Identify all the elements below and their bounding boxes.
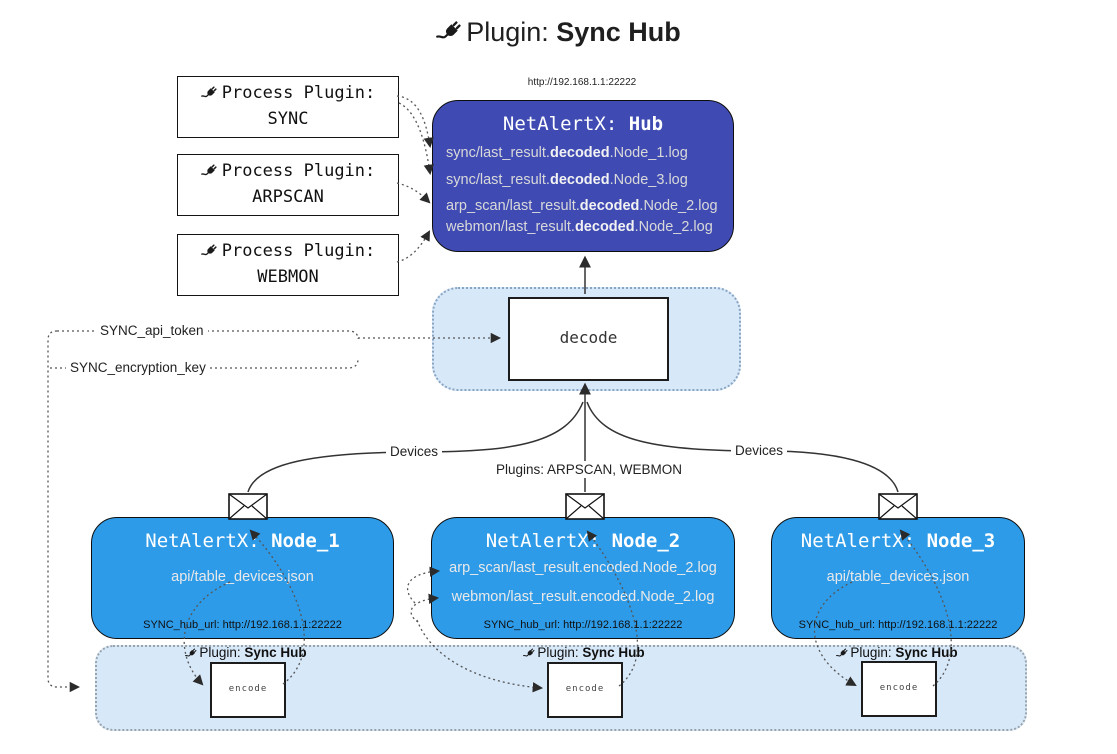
node-title-bold: Node_2 <box>611 530 681 552</box>
node-file: api/table_devices.json <box>171 569 314 585</box>
page-title-prefix: Plugin: <box>466 17 557 47</box>
node-title: NetAlertX: Node_1 <box>92 530 393 552</box>
process-plugin-name: SYNC <box>267 109 309 129</box>
node-title-prefix: NetAlertX: <box>145 530 272 552</box>
badge-bold: Sync Hub <box>895 645 958 660</box>
badge-prefix: Plugin: <box>850 645 896 660</box>
node-file: arp_scan/last_result.encoded.Node_2.log <box>449 560 717 576</box>
plug-icon <box>200 86 217 98</box>
edge-arpscan-to-hub <box>396 182 431 204</box>
encode-box: encode <box>547 662 623 718</box>
encode-box: encode <box>210 662 286 718</box>
sync-api-token-label: SYNC_api_token <box>96 322 208 339</box>
log-bold: decoded <box>549 145 610 161</box>
plug-icon <box>200 244 217 256</box>
page-title-bold: Sync Hub <box>556 17 681 47</box>
hub-log-line: webmon/last_result.decoded.Node_2.log <box>446 219 733 235</box>
hub-title: NetAlertX: Hub <box>433 113 733 135</box>
sync-hub-plugin-badge: Plugin: Sync Hub <box>499 645 669 660</box>
log-post: .Node_2.log <box>634 219 713 235</box>
devices-left-label: Devices <box>386 443 443 460</box>
node-hub-url: SYNC_hub_url: http://192.168.1.1:22222 <box>143 619 342 631</box>
node-title-bold: Node_1 <box>271 530 340 552</box>
node-file: api/table_devices.json <box>826 569 970 585</box>
log-post: .Node_3.log <box>609 172 688 188</box>
sync-hub-plugin-badge: Plugin: Sync Hub <box>161 645 331 660</box>
hub-url: http://192.168.1.1:22222 <box>527 77 637 88</box>
edge-webmon-to-hub <box>396 230 430 263</box>
log-post: .Node_1.log <box>609 145 688 161</box>
encode-box: encode <box>861 661 937 717</box>
badge-bold: Sync Hub <box>582 645 645 660</box>
page-title: Plugin: Sync Hub <box>0 16 1117 48</box>
log-pre: webmon/last_result. <box>446 219 575 235</box>
badge-prefix: Plugin: <box>199 645 245 660</box>
log-bold: decoded <box>549 172 610 188</box>
node-file: webmon/last_result.encoded.Node_2.log <box>451 589 715 605</box>
process-plugin-webmon: Process Plugin: WEBMON <box>177 234 399 296</box>
hub-title-bold: Hub <box>628 113 664 135</box>
sync-encryption-key-label: SYNC_encryption_key <box>66 359 210 376</box>
badge-prefix: Plugin: <box>537 645 583 660</box>
node-title-bold: Node_3 <box>926 530 996 552</box>
log-pre: sync/last_result. <box>446 145 550 161</box>
process-plugin-sync: Process Plugin: SYNC <box>177 76 399 138</box>
edge-sync-to-hub-line1 <box>396 95 434 149</box>
log-pre: arp_scan/last_result. <box>446 198 580 214</box>
node-title-prefix: NetAlertX: <box>485 530 612 552</box>
process-plugin-label: Process Plugin: <box>221 161 376 181</box>
plug-icon <box>436 21 461 39</box>
node-2-box: NetAlertX: Node_2 arp_scan/last_result.e… <box>431 517 735 639</box>
sync-hub-plugin-badge: Plugin: Sync Hub <box>812 645 982 660</box>
badge-bold: Sync Hub <box>244 645 307 660</box>
hub-log-line: sync/last_result.decoded.Node_1.log <box>446 145 733 161</box>
plug-icon <box>200 164 217 176</box>
edge-keys-to-band <box>47 330 81 693</box>
decode-box: decode <box>508 297 669 381</box>
process-plugin-label: Process Plugin: <box>221 241 376 261</box>
process-plugin-name: ARPSCAN <box>252 187 324 207</box>
node-1-box: NetAlertX: Node_1 api/table_devices.json… <box>91 517 394 639</box>
process-plugin-label: Process Plugin: <box>221 83 376 103</box>
envelope-icon <box>878 493 918 520</box>
hub-title-prefix: NetAlertX: <box>502 113 629 135</box>
log-post: .Node_2.log <box>639 198 718 214</box>
process-plugin-name: WEBMON <box>257 267 319 287</box>
log-bold: decoded <box>574 219 635 235</box>
plug-icon <box>185 648 197 657</box>
hub-box: NetAlertX: Hub sync/last_result.decoded.… <box>432 100 734 252</box>
node-title: NetAlertX: Node_2 <box>432 530 734 552</box>
node-title-prefix: NetAlertX: <box>800 530 927 552</box>
process-plugin-arpscan: Process Plugin: ARPSCAN <box>177 154 399 216</box>
node-title: NetAlertX: Node_3 <box>772 530 1024 552</box>
hub-log-line: arp_scan/last_result.decoded.Node_2.log <box>446 198 733 214</box>
plugins-mid-label: Plugins: ARPSCAN, WEBMON <box>492 461 687 478</box>
node-hub-url: SYNC_hub_url: http://192.168.1.1:22222 <box>798 619 998 631</box>
edge-sync-to-hub-line2 <box>398 102 434 176</box>
node-hub-url: SYNC_hub_url: http://192.168.1.1:22222 <box>483 619 683 631</box>
envelope-icon <box>228 493 268 520</box>
envelope-icon <box>565 493 605 520</box>
node-3-box: NetAlertX: Node_3 api/table_devices.json… <box>771 517 1025 639</box>
log-bold: decoded <box>579 198 640 214</box>
plug-icon <box>523 648 535 657</box>
hub-log-line: sync/last_result.decoded.Node_3.log <box>446 172 733 188</box>
plug-icon <box>836 648 848 657</box>
devices-right-label: Devices <box>731 442 788 459</box>
log-pre: sync/last_result. <box>446 172 550 188</box>
